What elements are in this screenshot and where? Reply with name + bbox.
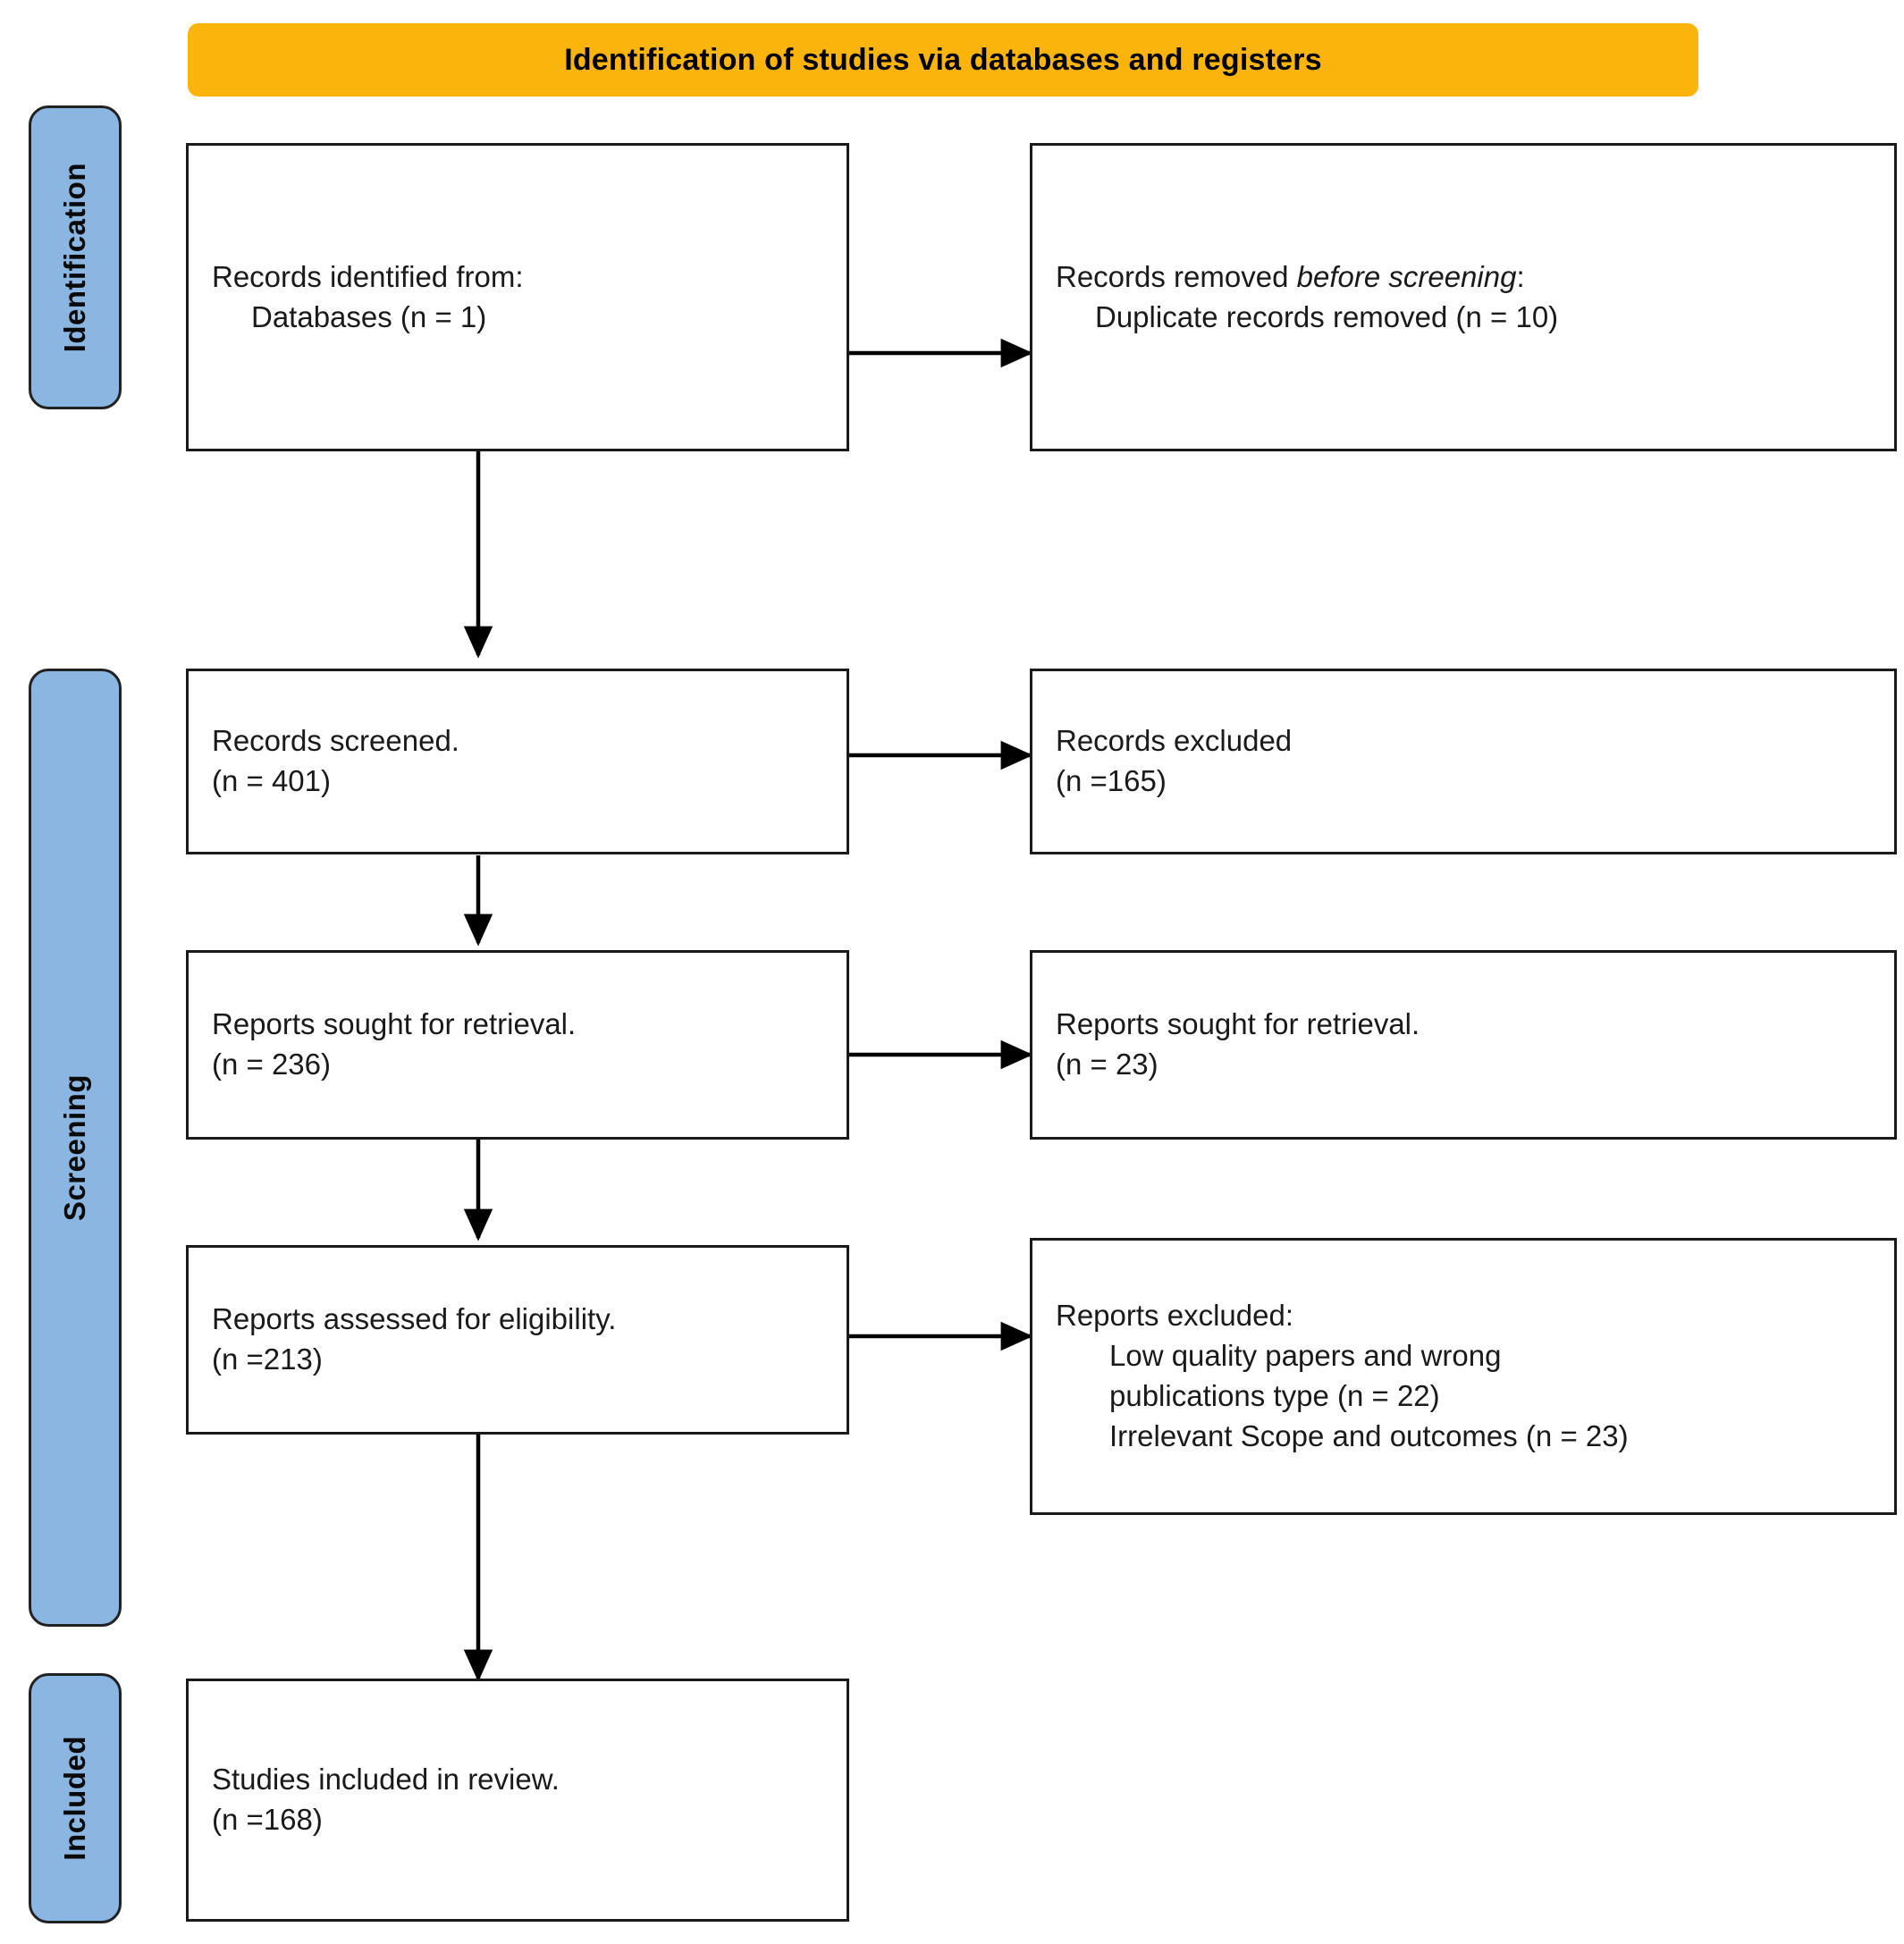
box-records-screened: Records screened. (n = 401) — [186, 669, 849, 854]
records-removed-italic-phrase: before screening — [1296, 259, 1517, 293]
box-reports-assessed: Reports assessed for eligibility. (n =21… — [186, 1245, 849, 1435]
records-identified-line-2: Databases (n = 1) — [251, 299, 487, 333]
records-screened-line-1: Records screened. — [212, 724, 459, 758]
studies-included-line-1: Studies included in review. — [212, 1763, 560, 1797]
reports-assessed-line-1: Reports assessed for eligibility. — [212, 1302, 617, 1336]
stage-sidebar-included: Included — [29, 1673, 122, 1923]
reports-not-retrieved-line-2: (n = 23) — [1056, 1048, 1158, 1081]
box-reports-excluded: Reports excluded: Low quality papers and… — [1030, 1238, 1897, 1515]
studies-included-line-2: (n =168) — [212, 1803, 323, 1836]
stage-sidebar-identification: Identification — [29, 105, 122, 409]
reports-assessed-line-2: (n =213) — [212, 1342, 323, 1376]
records-screened-line-2: (n = 401) — [212, 764, 331, 797]
records-excluded-line-2: (n =165) — [1056, 764, 1167, 797]
stage-sidebar-screening: Screening — [29, 669, 122, 1627]
identification-banner: Identification of studies via databases … — [188, 23, 1698, 97]
box-studies-included: Studies included in review. (n =168) — [186, 1679, 849, 1922]
stage-label-identification: Identification — [58, 162, 91, 353]
box-reports-not-retrieved: Reports sought for retrieval. (n = 23) — [1030, 950, 1897, 1140]
stage-label-screening: Screening — [58, 1073, 91, 1222]
records-excluded-line-1: Records excluded — [1056, 724, 1293, 758]
records-removed-line-2: Duplicate records removed (n = 10) — [1095, 299, 1559, 333]
reports-excluded-line-3: publications type (n = 22) — [1109, 1379, 1440, 1412]
records-removed-line-1: Records removed before screening: — [1056, 257, 1871, 298]
box-records-identified: Records identified from: Databases (n = … — [186, 143, 849, 451]
reports-sought-line-1: Reports sought for retrieval. — [212, 1007, 577, 1041]
box-records-excluded: Records excluded (n =165) — [1030, 669, 1897, 854]
reports-excluded-line-1: Reports excluded: — [1056, 1299, 1293, 1333]
box-reports-sought: Reports sought for retrieval. (n = 236) — [186, 950, 849, 1140]
reports-not-retrieved-line-1: Reports sought for retrieval. — [1056, 1007, 1420, 1041]
records-removed-prefix: Records removed — [1056, 259, 1297, 293]
stage-label-included: Included — [58, 1736, 91, 1861]
box-records-removed-before-screening: Records removed before screening: Duplic… — [1030, 143, 1897, 451]
reports-sought-line-2: (n = 236) — [212, 1048, 331, 1081]
records-identified-line-1: Records identified from: — [212, 259, 524, 293]
reports-excluded-line-2: Low quality papers and wrong — [1109, 1339, 1502, 1373]
reports-excluded-line-4: Irrelevant Scope and outcomes (n = 23) — [1109, 1418, 1629, 1452]
records-removed-suffix: : — [1516, 259, 1525, 293]
banner-title: Identification of studies via databases … — [564, 42, 1322, 77]
